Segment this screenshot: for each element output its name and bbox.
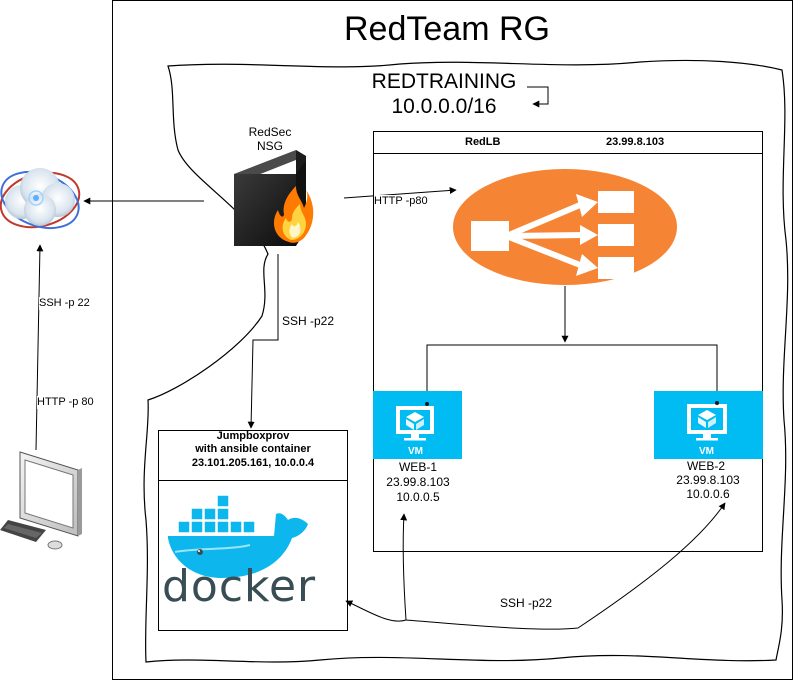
jumpbox-description: with ansible container	[195, 443, 311, 455]
vnet-name: REDTRAINING	[371, 70, 517, 93]
lb-vm-bus	[426, 344, 718, 392]
resource-group-border	[112, 0, 793, 680]
vm1-public-ip: 23.99.8.103	[386, 475, 450, 489]
vm1-name: WEB-1	[398, 460, 437, 474]
edge-workstation-to-internet	[35, 244, 44, 451]
vnet-cidr: 10.0.0.0/16	[391, 95, 497, 118]
jumpbox-ips: 23.101.205.161, 10.0.0.4	[191, 457, 315, 469]
jumpbox-box	[158, 430, 348, 631]
edge-jumpbox-to-vm1	[400, 513, 408, 621]
resource-group-title: RedTeam RG	[344, 10, 550, 48]
vnet-title-arrow	[527, 86, 549, 108]
edge-label-nsg-to-lb: HTTP -p80	[374, 195, 428, 208]
vm2-name: WEB-2	[686, 459, 725, 473]
nsg-label-line2: NSG	[256, 139, 283, 153]
vm2-public-ip: 23.99.8.103	[676, 473, 740, 487]
docker-wordmark: docker	[162, 561, 317, 612]
internet-cloud-icon	[0, 168, 81, 230]
workstation-icon	[0, 451, 82, 550]
edge-to-jumpbox	[345, 600, 407, 622]
firewall-icon	[234, 150, 314, 246]
edge-nsg-to-jumpbox	[247, 254, 279, 429]
edge-label-workstation-http: HTTP -p 80	[37, 396, 94, 409]
docker-icon	[168, 494, 308, 578]
vm-icon	[654, 391, 763, 459]
vm1-private-ip: 10.0.0.5	[396, 490, 440, 504]
load-balancer-ip: 23.99.8.103	[606, 136, 665, 148]
load-balancer-icon	[453, 169, 677, 285]
nsg-label-line1: RedSec	[248, 125, 292, 139]
load-balancer-box	[373, 131, 763, 552]
load-balancer-name: RedLB	[465, 136, 501, 148]
vm2-private-ip: 10.0.0.6	[686, 487, 730, 501]
vnet-outline	[143, 59, 789, 663]
edge-label-nsg-to-jumpbox: SSH -p22	[282, 314, 335, 328]
vm-icon	[373, 391, 462, 459]
edge-label-workstation-ssh: SSH -p 22	[39, 297, 90, 310]
vm1-badge: VM	[408, 446, 423, 457]
vm2-badge: VM	[699, 446, 714, 457]
edge-jumpbox-to-vm2	[405, 502, 726, 630]
edge-nsg-to-lb	[343, 186, 457, 199]
edge-label-jumpbox-to-vms: SSH -p22	[500, 596, 553, 610]
jumpbox-name: Jumpboxprov	[216, 430, 290, 442]
